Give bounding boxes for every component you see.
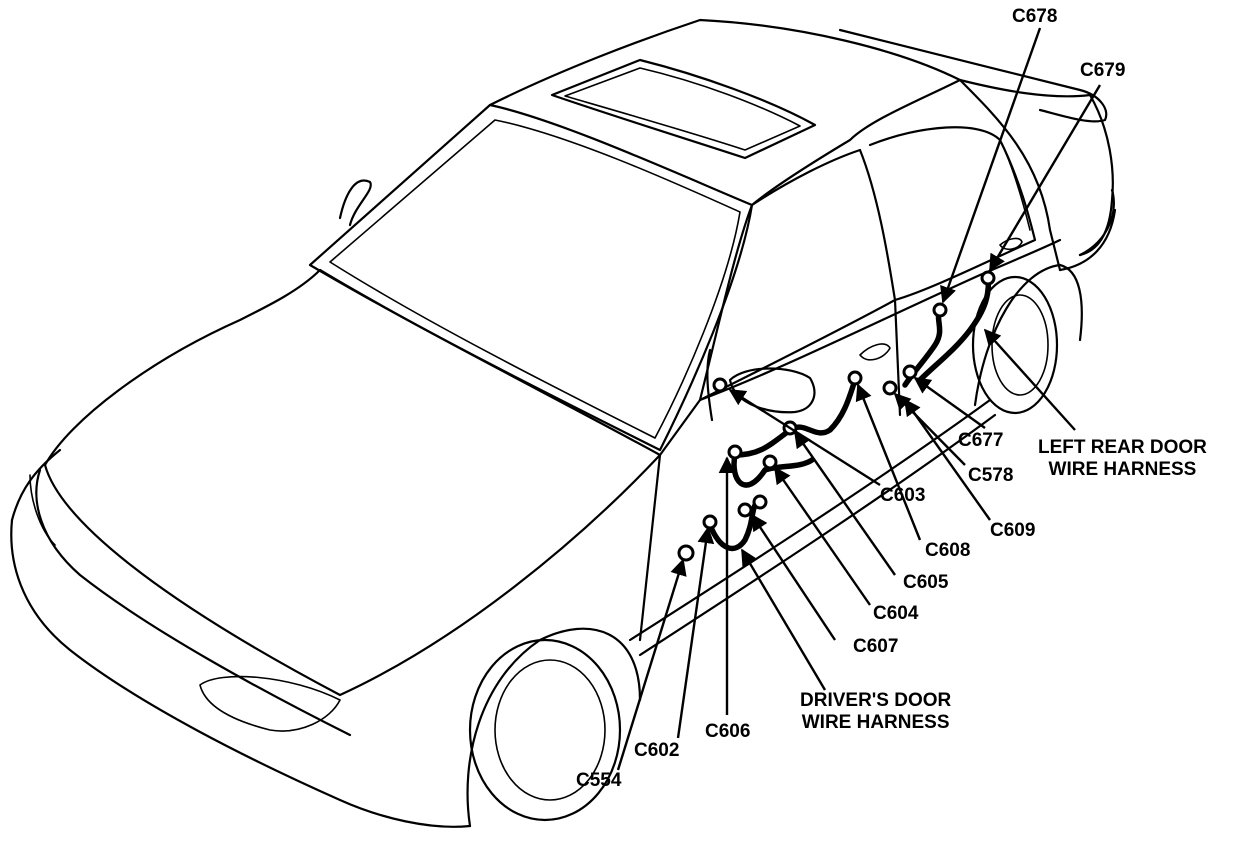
label-c603: C603 <box>880 485 926 506</box>
label-c606: C606 <box>705 721 751 742</box>
label-rear-harness-line2: WIRE HARNESS <box>1048 459 1197 480</box>
label-driver-harness-line1: DRIVER'S DOOR <box>800 690 952 711</box>
label-rear-harness-line1: LEFT REAR DOOR <box>1038 437 1207 458</box>
car-body-outline <box>10 18 1117 828</box>
label-driver-harness-line2: WIRE HARNESS <box>801 712 950 733</box>
driver-door-harness <box>707 377 858 552</box>
label-c602: C602 <box>634 740 680 761</box>
label-c679: C679 <box>1080 60 1126 81</box>
label-c678: C678 <box>1012 6 1058 27</box>
connectors <box>677 270 996 562</box>
label-left-rear-door-wire-harness: LEFT REAR DOOR WIRE HARNESS <box>1038 437 1207 481</box>
label-c677: C677 <box>958 430 1004 451</box>
label-c605: C605 <box>903 572 949 593</box>
label-c554: C554 <box>576 770 622 791</box>
label-c604: C604 <box>873 603 919 624</box>
label-c578: C578 <box>968 465 1014 486</box>
label-c609: C609 <box>990 520 1036 541</box>
label-c608: C608 <box>925 540 971 561</box>
label-drivers-door-wire-harness: DRIVER'S DOOR WIRE HARNESS <box>800 690 951 734</box>
leader-lines <box>616 27 1102 771</box>
label-c607: C607 <box>853 636 899 657</box>
